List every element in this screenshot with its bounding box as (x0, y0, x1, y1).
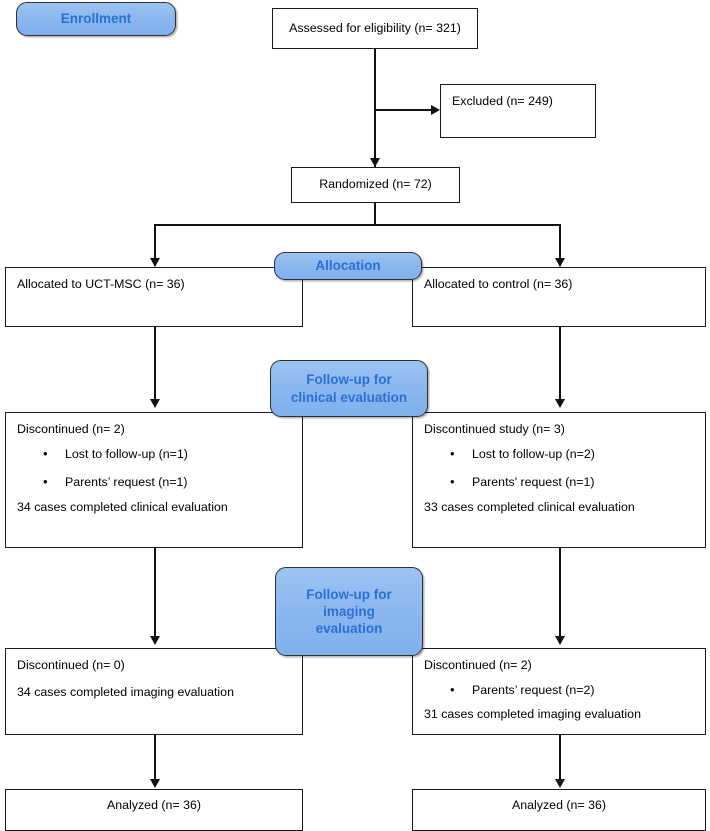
node-excluded-label: Excluded (n= 249) (452, 94, 553, 108)
node-imaging-left-footer: 34 cases completed imaging evaluation (17, 684, 234, 699)
node-randomized: Randomized (n= 72) (291, 167, 460, 203)
node-analyzed-right: Analyzed (n= 36) (412, 789, 706, 831)
node-excluded: Excluded (n= 249) (440, 84, 596, 138)
node-clinical-right-header: Discontinued study (n= 3) (424, 422, 565, 436)
node-assessed-label: Assessed for eligibility (n= 321) (289, 20, 461, 35)
arrow-to-imaging-right (555, 636, 565, 645)
connector-assessed-to-randomized (374, 49, 376, 167)
node-clinical-left-header: Discontinued (n= 2) (17, 422, 125, 436)
stage-badge-enrollment-label: Enrollment (60, 11, 132, 27)
node-imaging-right-bullets: Parents’ request (n=2) (424, 682, 694, 699)
node-clinical-discontinued-right: Discontinued study (n= 3) Lost to follow… (412, 412, 706, 548)
list-item: Parents’ request (n=2) (450, 682, 694, 699)
connector-right-imaging-to-analyzed (559, 735, 561, 783)
stage-badge-followup-imaging-line1: Follow-up for (306, 586, 392, 602)
node-clinical-right-bullets: Lost to follow-up (n=2) Parents' request… (424, 446, 694, 491)
node-clinical-discontinued-left: Discontinued (n= 2) Lost to follow-up (n… (5, 412, 303, 548)
connector-trunk-to-excluded (374, 109, 432, 111)
stage-badge-enrollment: Enrollment (16, 2, 176, 36)
node-clinical-right-footer: 33 cases completed clinical evaluation (424, 499, 635, 514)
node-clinical-left-bullets: Lost to follow-up (n=1) Parents’ request… (17, 446, 291, 491)
node-imaging-discontinued-left: Discontinued (n= 0) 34 cases completed i… (5, 648, 303, 735)
spacer (17, 674, 291, 685)
node-imaging-discontinued-right: Discontinued (n= 2) Parents’ request (n=… (412, 648, 706, 735)
arrow-to-imaging-left (150, 636, 160, 645)
stage-badge-allocation: Allocation (274, 252, 422, 280)
stage-badge-followup-clinical-line1: Follow-up for (306, 372, 392, 388)
stage-badge-followup-imaging: Follow-up for imaging evaluation (275, 567, 423, 656)
list-item: Lost to follow-up (n=2) (450, 446, 694, 463)
stage-badge-followup-imaging-line2: imaging (323, 603, 375, 619)
node-imaging-right-footer: 31 cases completed imaging evaluation (424, 707, 641, 721)
arrow-to-randomized (370, 158, 380, 167)
node-randomized-label: Randomized (n= 72) (319, 177, 432, 192)
stage-badge-followup-clinical: Follow-up for clinical evaluation (270, 360, 428, 417)
node-analyzed-right-label: Analyzed (n= 36) (511, 798, 607, 812)
stage-badge-followup-clinical-line2: clinical evaluation (290, 389, 408, 405)
list-item: Parents' request (n=1) (450, 474, 694, 491)
arrow-to-clinical-right (555, 399, 565, 408)
connector-right-alloc-to-clinical (559, 327, 561, 403)
connector-right-arm-drop (559, 224, 561, 266)
node-allocated-uct-msc: Allocated to UCT-MSC (n= 36) (5, 267, 303, 327)
node-clinical-left-footer: 34 cases completed clinical evaluation (17, 499, 228, 514)
node-analyzed-left-label: Analyzed (n= 36) (106, 798, 202, 812)
connector-left-arm-drop (154, 224, 156, 266)
node-imaging-right-header: Discontinued (n= 2) (424, 658, 532, 672)
arrow-to-excluded (431, 105, 440, 115)
connector-randomized-stem (374, 203, 376, 225)
arrow-to-allocated-left (150, 258, 160, 267)
connector-right-clinical-to-imaging (559, 548, 561, 640)
node-allocated-control-label: Allocated to control (n= 36) (424, 277, 573, 291)
arrow-to-clinical-left (150, 399, 160, 408)
connector-left-clinical-to-imaging (154, 548, 156, 640)
connector-arm-split-bar (154, 224, 560, 226)
stage-badge-allocation-label: Allocation (315, 258, 381, 274)
list-item: Parents’ request (n=1) (43, 474, 291, 491)
node-allocated-uct-msc-label: Allocated to UCT-MSC (n= 36) (17, 277, 185, 291)
node-allocated-control: Allocated to control (n= 36) (412, 267, 706, 327)
arrow-to-analyzed-right (555, 779, 565, 788)
node-imaging-left-header: Discontinued (n= 0) (17, 658, 125, 672)
arrow-to-allocated-right (555, 258, 565, 267)
stage-badge-followup-imaging-line3: evaluation (315, 621, 383, 637)
connector-left-alloc-to-clinical (154, 327, 156, 403)
node-analyzed-left: Analyzed (n= 36) (5, 789, 303, 831)
arrow-to-analyzed-left (150, 779, 160, 788)
node-assessed-for-eligibility: Assessed for eligibility (n= 321) (272, 8, 478, 49)
list-item: Lost to follow-up (n=1) (43, 446, 291, 463)
connector-left-imaging-to-analyzed (154, 735, 156, 783)
